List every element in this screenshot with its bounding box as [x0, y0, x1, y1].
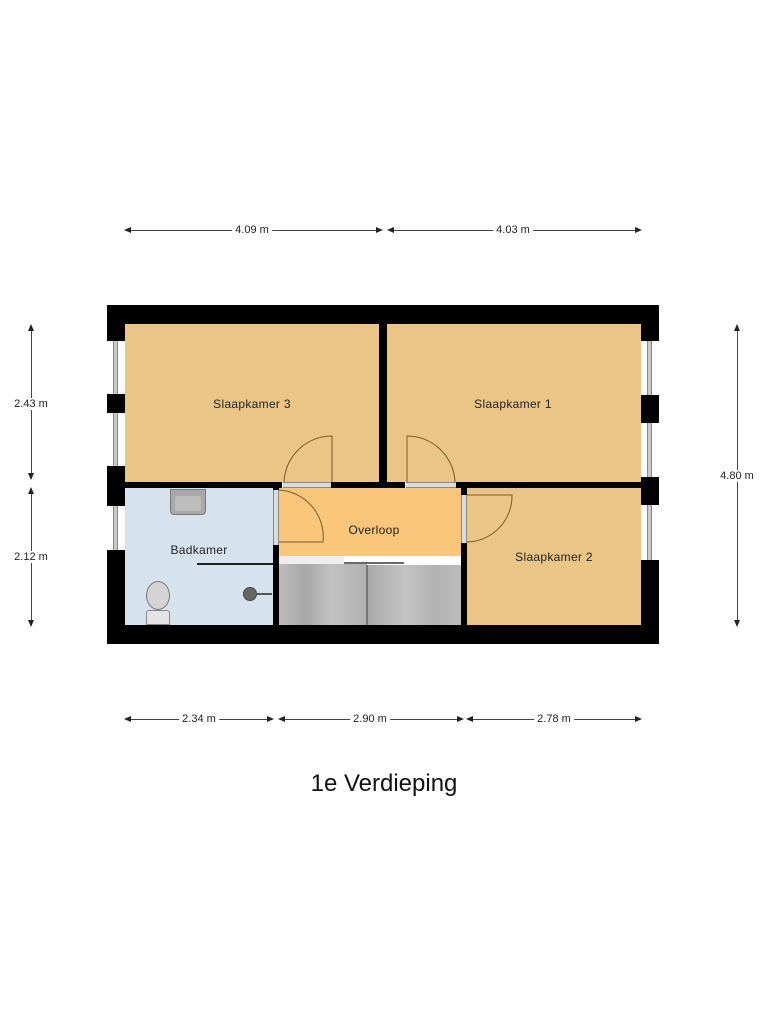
window [113, 341, 118, 394]
dimension-label: 2.12 m [11, 551, 51, 563]
sink-icon [170, 489, 206, 515]
dimension-label: 4.03 m [493, 224, 533, 236]
window [647, 505, 652, 560]
toilet-icon [146, 581, 170, 625]
wall-bottom [107, 625, 659, 644]
wall-landing-bedroom-2-lower [461, 543, 467, 644]
room-label-slaapkamer-3: Slaapkamer 3 [213, 397, 291, 411]
wall-horizontal-middle-left [107, 482, 282, 488]
wall-left-1 [107, 305, 125, 341]
wall-between-bedroom-3-and-1 [379, 305, 387, 488]
room-overloop[interactable] [279, 488, 461, 556]
room-slaapkamer-1[interactable] [387, 324, 641, 482]
shower-pipe-icon [256, 593, 272, 595]
room-label-slaapkamer-2: Slaapkamer 2 [515, 550, 593, 564]
room-slaapkamer-2[interactable] [467, 488, 641, 625]
door-opening [283, 482, 331, 488]
wall-horizontal-middle-center [331, 482, 405, 488]
stair-landing-strip [279, 556, 344, 564]
stair-divider [366, 565, 368, 625]
wall-right-4 [641, 560, 659, 644]
wall-bathroom-landing [273, 545, 279, 644]
window [113, 506, 118, 550]
wall-bathroom-landing-top [273, 482, 279, 490]
wall-right-1 [641, 305, 659, 341]
dimension-label: 2.43 m [11, 398, 51, 410]
dimension-label: 2.90 m [350, 713, 390, 725]
wall-landing-bedroom-2 [461, 488, 467, 495]
door-opening [406, 482, 456, 488]
dimension-label: 2.34 m [179, 713, 219, 725]
room-label-slaapkamer-1: Slaapkamer 1 [474, 397, 552, 411]
floor-title: 1e Verdieping [310, 770, 458, 797]
wall-horizontal-middle-right [456, 482, 659, 488]
door-opening [273, 490, 279, 545]
shower-screen-icon [197, 563, 273, 565]
door-opening [461, 495, 467, 543]
wall-left-2 [107, 394, 125, 413]
staircase [368, 565, 461, 625]
dimension-label: 2.78 m [534, 713, 574, 725]
wall-left-4 [107, 550, 125, 644]
dimension-label: 4.09 m [232, 224, 272, 236]
shower-head-icon [243, 587, 257, 601]
dimension-label: 4.80 m [717, 470, 757, 482]
window [647, 423, 652, 477]
room-slaapkamer-3[interactable] [125, 324, 379, 482]
room-label-badkamer: Badkamer [170, 543, 228, 557]
window [113, 413, 118, 466]
wall-right-2 [641, 395, 659, 423]
window [647, 341, 652, 395]
staircase [279, 564, 367, 625]
stair-railing [344, 562, 404, 564]
room-label-overloop: Overloop [348, 523, 400, 537]
